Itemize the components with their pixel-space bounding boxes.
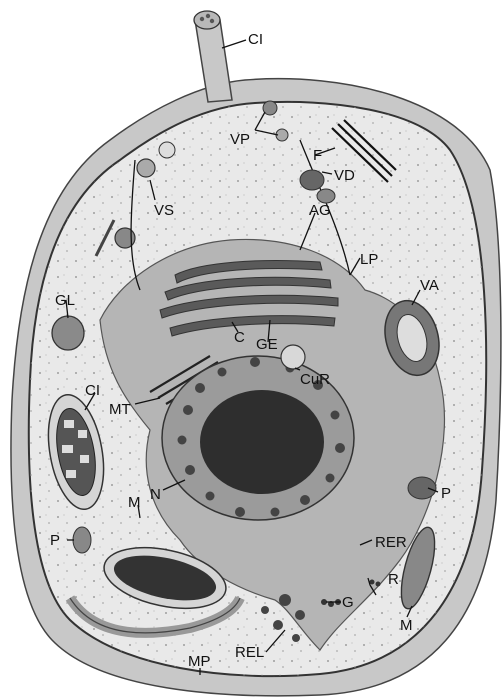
label-m-left: M	[128, 494, 141, 511]
label-mt: MT	[109, 401, 131, 418]
vesicle	[159, 142, 175, 158]
label-ge: GE	[256, 336, 278, 353]
label-gl: GL	[55, 292, 75, 309]
golgi-vesicle-gl	[52, 316, 84, 350]
vacuole-droplet	[300, 170, 324, 190]
label-f: F	[313, 147, 322, 164]
label-ci-top: CI	[248, 31, 263, 48]
vacuole-droplet	[317, 189, 335, 203]
label-p-left: P	[50, 532, 60, 549]
label-g: G	[342, 594, 354, 611]
label-vs: VS	[154, 202, 174, 219]
label-vp: VP	[230, 131, 250, 148]
cur-body	[281, 345, 305, 369]
peroxisome-right	[408, 477, 436, 499]
label-c: C	[234, 329, 245, 346]
label-ci-left: CI	[85, 382, 100, 399]
label-va: VA	[420, 277, 439, 294]
label-rel: REL	[235, 644, 264, 661]
label-ag: AG	[309, 202, 331, 219]
label-rer: RER	[375, 534, 407, 551]
label-lp: LP	[360, 251, 378, 268]
label-r: R	[388, 571, 399, 588]
peroxisome-left	[73, 527, 91, 553]
label-m-right: M	[400, 617, 413, 634]
nucleolus	[200, 390, 324, 494]
label-vd: VD	[334, 167, 355, 184]
label-p-right: P	[441, 485, 451, 502]
cilium-top	[194, 11, 232, 102]
label-cur: CuR	[300, 371, 330, 388]
vesicle	[137, 159, 155, 177]
label-n: N	[150, 486, 161, 503]
label-mp: MP	[188, 653, 211, 670]
